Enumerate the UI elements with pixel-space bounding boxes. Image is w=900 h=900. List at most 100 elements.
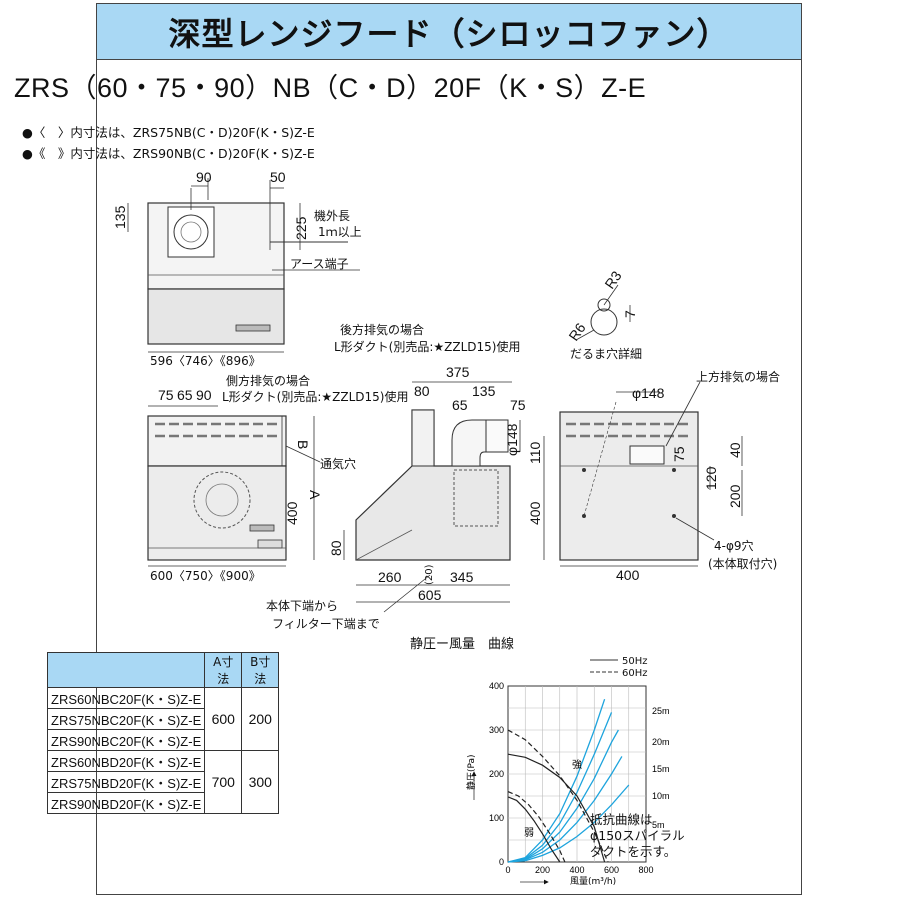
dim-400-rear: 400: [527, 501, 543, 525]
legend-50hz: 50Hz: [622, 656, 648, 667]
rear-exhaust-label-2: L形ダクト(別売品:★ZZLD15)使用: [334, 339, 521, 354]
dim-345: 345: [450, 569, 474, 585]
note-75: ●〈 〉内寸法は、ZRS75NB(C・D)20F(K・S)Z-E: [22, 125, 315, 140]
rear-exhaust-label-1: 後方排気の場合: [340, 322, 424, 337]
mounting-holes-label-2: (本体取付穴): [708, 556, 777, 571]
dim-65-side: 65: [177, 387, 193, 403]
dim-200-top: 200: [727, 484, 743, 508]
dim-90-top: 90: [196, 169, 212, 185]
fan-curve-strong-60Hz: [507, 729, 609, 863]
filter-label-2: フィルター下端まで: [272, 617, 380, 631]
y-axis-label: 静圧(Pa): [465, 754, 477, 790]
dim-400-side: 400: [284, 501, 300, 525]
mounting-holes-label-1: 4-φ9穴: [714, 538, 754, 553]
resistance-curve-5m: [507, 784, 630, 863]
dim-135-rear: 135: [472, 383, 496, 399]
header-b: B寸法: [241, 652, 280, 688]
page-title: 深型レンジフード（シロッコファン）: [168, 14, 730, 53]
dim-A: A: [307, 490, 323, 500]
note-90: ●《 》内寸法は、ZRS90NB(C・D)20F(K・S)Z-E: [22, 146, 315, 161]
daruma-7: 7: [622, 310, 638, 318]
header-a: A寸法: [204, 652, 243, 688]
y-tick-label: 300: [489, 725, 504, 735]
group2-b: 300: [241, 750, 280, 814]
dim-40-top: 40: [727, 442, 743, 458]
dim-605: 605: [418, 587, 442, 603]
dim-80-bottom: 80: [328, 540, 344, 556]
side-exhaust-label-2: L形ダクト(別売品:★ZZLD15)使用: [222, 389, 409, 404]
resistance-curve-10m: [507, 756, 623, 863]
dim-120-top: 120: [703, 466, 719, 490]
resistance-curve-20m: [507, 712, 613, 863]
resistance-note-2: φ150スパイラル: [590, 828, 685, 843]
table-row: ZRS90NBC20F(K・S)Z-E: [46, 729, 206, 751]
dim-375: 375: [446, 364, 470, 380]
front-width-label: 596〈746〉《896》: [150, 354, 261, 368]
daruma-hole-detail: R3 R6 7 だるま穴詳細: [565, 268, 642, 361]
cord-label-1: 機外長: [314, 208, 350, 223]
resistance-label: 20m: [652, 737, 670, 747]
side-exhaust-label-1: 側方排気の場合: [226, 373, 310, 388]
graph-title: 静圧ー風量 曲線: [410, 637, 515, 652]
x-tick-label: 200: [535, 865, 550, 875]
fan-curve-weak-60Hz: [507, 791, 566, 863]
daruma-r6: R6: [565, 320, 588, 344]
table-corner: [46, 652, 206, 688]
dimension-table: A寸法 B寸法 ZRS60NBC20F(K・S)Z-E 600 200 ZRS7…: [46, 652, 280, 814]
dim-20: (20): [424, 564, 435, 585]
dim-B: B: [295, 440, 311, 449]
table-row: ZRS60NBD20F(K・S)Z-E: [46, 750, 206, 772]
vent-hole-label: 通気穴: [320, 456, 356, 471]
x-tick-label: 600: [604, 865, 619, 875]
dim-50-top: 50: [270, 169, 286, 185]
title-bar: 深型レンジフード（シロッコファン）: [97, 4, 801, 60]
x-tick-label: 400: [569, 865, 584, 875]
dim-phi148-rear: φ148: [504, 423, 520, 456]
y-tick-label: 0: [499, 857, 504, 867]
dim-260: 260: [378, 569, 402, 585]
resistance-curve-25m: [507, 698, 606, 863]
dim-75-top: 75: [671, 446, 687, 462]
side-exhaust-view: 側方排気の場合 L形ダクト(別売品:★ZZLD15)使用 75 65 90 B …: [147, 373, 409, 583]
table-row: ZRS75NBD20F(K・S)Z-E: [46, 771, 206, 793]
resistance-label: 10m: [652, 791, 670, 801]
fan-curve-strong-50Hz: [507, 753, 606, 863]
legend-60hz: 60Hz: [622, 668, 648, 679]
dim-90-side: 90: [196, 387, 212, 403]
switch-panel: [235, 324, 271, 332]
dim-65-rear: 65: [452, 397, 468, 413]
y-tick-label: 100: [489, 813, 504, 823]
graph-legend: 50Hz 60Hz: [590, 656, 648, 679]
dim-225: 225: [293, 216, 309, 240]
x-axis-label: 風量(m³/h): [570, 876, 616, 887]
x-tick-label: 0: [505, 865, 510, 875]
dim-75-rear: 75: [510, 397, 526, 413]
resistance-label: 25m: [652, 706, 670, 716]
x-tick-label: 800: [638, 865, 653, 875]
model-number: ZRS（60・75・90）NB（C・D）20F（K・S）Z-E: [14, 73, 647, 103]
top-exhaust-view: 上方排気の場合 φ148 75 40 120 200 4-φ9穴 (本体取付穴)…: [559, 369, 780, 583]
table-row: ZRS60NBC20F(K・S)Z-E: [46, 687, 206, 709]
y-tick-label: 200: [489, 769, 504, 779]
dim-75-side: 75: [158, 387, 174, 403]
dim-110: 110: [527, 441, 543, 464]
weak-label: 弱: [524, 827, 534, 839]
fan-curve-weak-50Hz: [507, 796, 561, 863]
side-width-label: 600〈750〉《900》: [150, 569, 261, 583]
dim-400-top: 400: [616, 567, 640, 583]
resistance-label: 15m: [652, 764, 670, 774]
resistance-note-3: ダクトを示す。: [590, 844, 677, 859]
daruma-label: だるま穴詳細: [570, 346, 642, 361]
front-view: 90 50 135 225 機外長 1ｍ以上 アース端子 596〈746〉《89…: [112, 169, 362, 368]
table-row: ZRS75NBC20F(K・S)Z-E: [46, 708, 206, 730]
group2-a: 700: [204, 750, 243, 814]
filter-label-1: 本体下端から: [266, 599, 338, 613]
group1-b: 200: [241, 687, 280, 751]
resistance-note-1: 抵抗曲線は: [590, 812, 653, 827]
top-exhaust-label: 上方排気の場合: [696, 369, 780, 384]
resistance-curve-15m: [507, 729, 619, 863]
daruma-r3: R3: [601, 268, 624, 292]
dim-phi148-top: φ148: [632, 385, 665, 401]
dim-135: 135: [112, 205, 128, 229]
group1-a: 600: [204, 687, 243, 751]
